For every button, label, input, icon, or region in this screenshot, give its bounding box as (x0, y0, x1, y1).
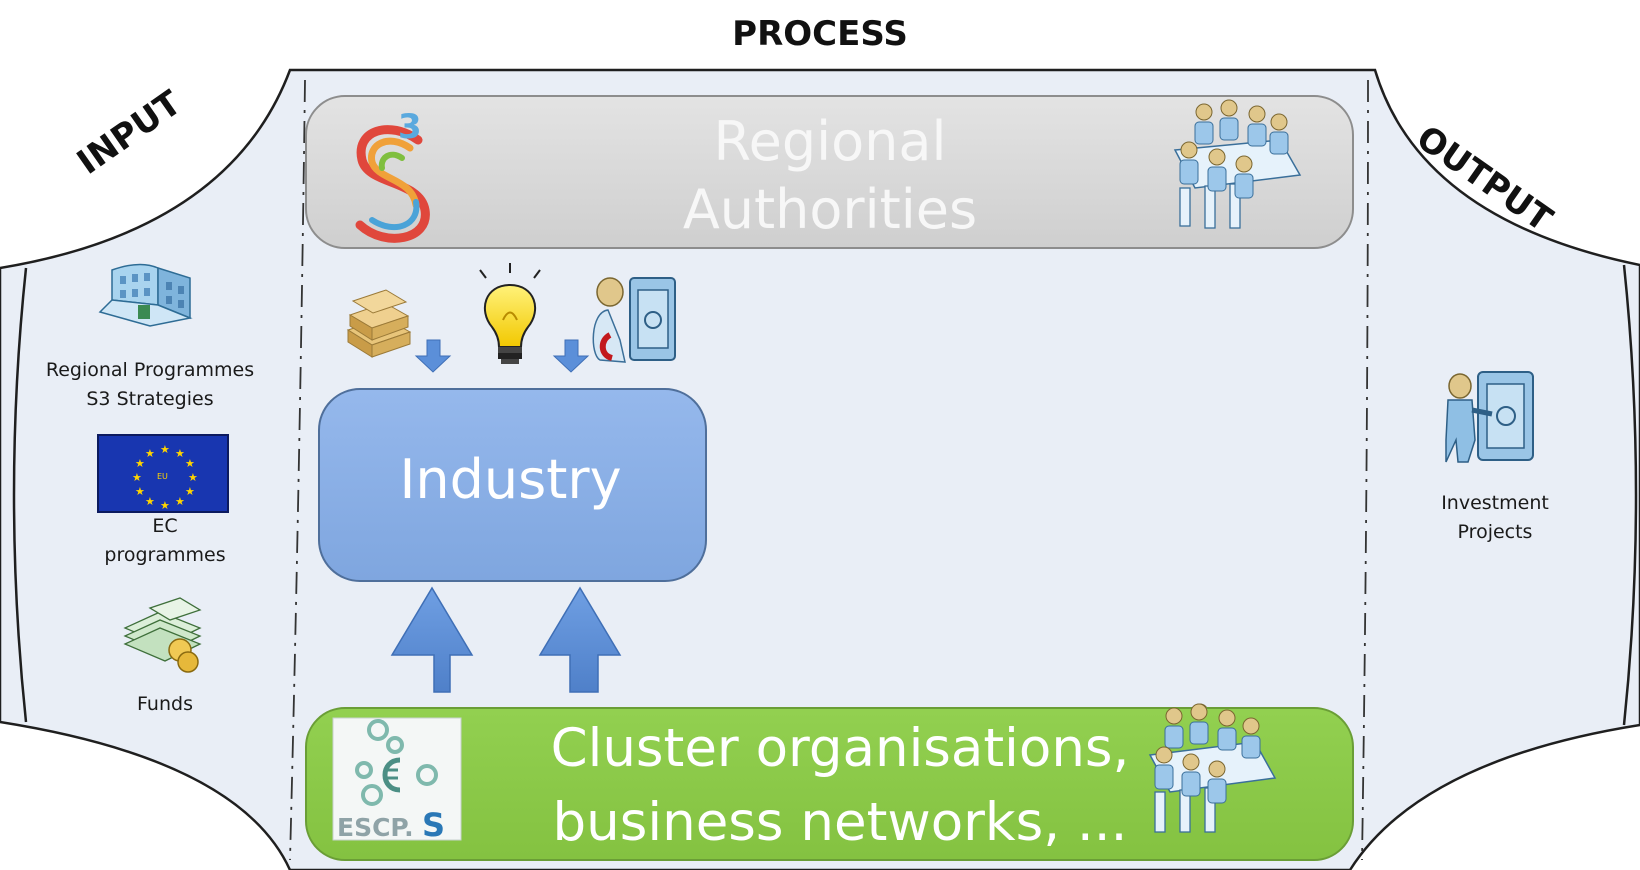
cluster-label: Cluster organisations, business networks… (540, 712, 1140, 860)
input-label-ec: EC programmes (75, 512, 255, 570)
process-boundary-left (289, 79, 306, 861)
investor-icon (1445, 371, 1534, 463)
process-frame (0, 68, 1640, 870)
input-label-funds: Funds (110, 690, 220, 719)
regional-authorities-box (305, 95, 1354, 249)
input-label-programmes: Regional Programmes S3 Strategies (30, 356, 270, 414)
svg-text:★: ★ (188, 471, 198, 484)
svg-text:★: ★ (160, 499, 170, 512)
industry-box (318, 388, 707, 582)
safe-icon (592, 277, 676, 363)
up-arrow (538, 586, 622, 693)
escp-logo-s: S (422, 806, 445, 844)
eu-flag-text: EU (157, 472, 168, 481)
s3-logo (355, 125, 430, 243)
svg-text:★: ★ (145, 495, 155, 508)
building-icon (98, 263, 193, 327)
svg-text:★: ★ (175, 495, 185, 508)
input-label-line1: Funds (137, 693, 193, 715)
eu-flag-icon: ★ ★ ★ ★ ★ ★ ★ ★ ★ ★ ★ ★ (97, 434, 229, 513)
escp-logo (332, 717, 462, 841)
output-label-line1: Investment (1441, 492, 1549, 514)
meeting-icon (1173, 99, 1302, 229)
industry-label: Industry (399, 448, 622, 511)
left-end-cap (12, 267, 28, 723)
svg-text:★: ★ (175, 447, 185, 460)
svg-text:★: ★ (160, 443, 170, 456)
down-arrow (414, 339, 452, 373)
output-label-line2: Projects (1457, 521, 1533, 543)
input-label-line2: programmes (104, 544, 226, 566)
output-label-investment: Investment Projects (1420, 489, 1570, 547)
regional-authorities-line1: Regional (713, 110, 947, 173)
svg-text:★: ★ (132, 471, 142, 484)
svg-text:★: ★ (145, 447, 155, 460)
regional-authorities-line2: Authorities (682, 178, 978, 241)
svg-text:★: ★ (135, 457, 145, 470)
svg-text:★: ★ (185, 485, 195, 498)
cluster-line2: business networks, ... (552, 792, 1128, 853)
input-label-line1: EC (152, 515, 178, 537)
meeting-icon (1148, 703, 1277, 833)
svg-text:★: ★ (185, 457, 195, 470)
process-title: PROCESS (732, 14, 908, 54)
up-arrow (390, 586, 474, 693)
lightbulb-icon (479, 263, 541, 364)
documents-icon (346, 289, 412, 358)
right-end-cap (1622, 264, 1638, 726)
svg-text:★: ★ (135, 485, 145, 498)
s3-logo-superscript: 3 (398, 107, 422, 147)
input-label-line2: S3 Strategies (86, 388, 214, 410)
cluster-line1: Cluster organisations, (550, 718, 1130, 779)
escp-logo-text: ESCP. (337, 813, 414, 842)
down-arrow (552, 339, 590, 373)
regional-authorities-label: Regional Authorities (590, 108, 1070, 244)
input-label-line1: Regional Programmes (45, 359, 255, 381)
process-boundary-right (1361, 79, 1369, 861)
money-stack-icon (123, 597, 202, 673)
